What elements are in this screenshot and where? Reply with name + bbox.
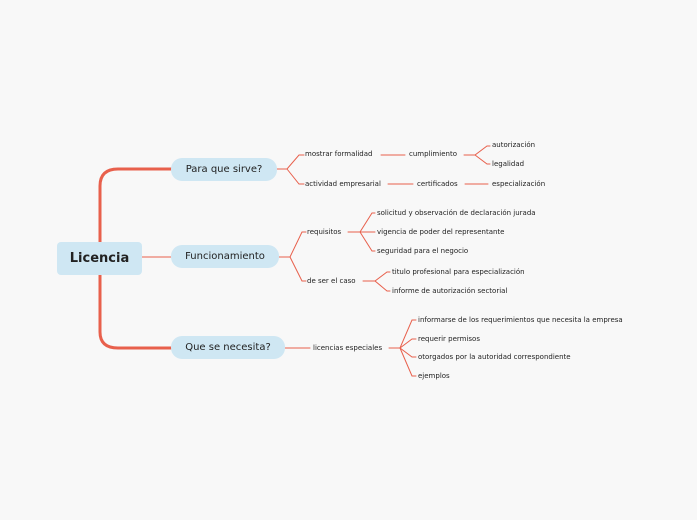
- subtopic-actividad-empresarial[interactable]: actividad empresarial: [305, 180, 381, 188]
- subtopic-informarse[interactable]: informarse de los requerimientos que nec…: [418, 316, 623, 324]
- connector-cumplimiento-legalidad: [474, 154, 491, 165]
- subtopic-otorgados[interactable]: otorgados por la autoridad correspondien…: [418, 353, 571, 361]
- subtopic-titulo-profesional[interactable]: titulo profesional para especialización: [392, 268, 525, 276]
- connector-licencias-permisos: [399, 338, 417, 349]
- connector-branch-1-formalidad: [276, 154, 305, 170]
- subtopic-requerir-permisos[interactable]: requerir permisos: [418, 335, 480, 343]
- connector-licencias-otorgados: [399, 347, 417, 358]
- connector-cumplimiento-autorizacion: [463, 145, 491, 156]
- subtopic-licencias-especiales[interactable]: licencias especiales: [313, 344, 383, 352]
- central-topic[interactable]: Licencia: [57, 242, 142, 275]
- connector-licencias-ejemplos: [399, 347, 417, 377]
- connector-branch-2-caso: [289, 256, 307, 282]
- topic-que-se-necesita[interactable]: Que se necesita?: [171, 336, 285, 359]
- connector-requisitos-seguridad: [359, 231, 376, 252]
- subtopic-solicitud[interactable]: solicitud y observación de declaración j…: [377, 209, 536, 217]
- connector-central-branch-3: [98, 273, 173, 350]
- topic-para-que-sirve[interactable]: Para que sirve?: [171, 158, 277, 181]
- connector-branch-1-actividad: [286, 168, 305, 185]
- subtopic-mostrar-formalidad[interactable]: mostrar formalidad: [305, 150, 373, 158]
- connector-caso-informe: [374, 280, 391, 292]
- subtopic-de-ser-el-caso[interactable]: de ser el caso: [307, 277, 356, 285]
- connector-central-branch-1: [98, 167, 173, 244]
- subtopic-informe-autorizacion[interactable]: informe de autorización sectorial: [392, 287, 508, 295]
- subtopic-ejemplos[interactable]: ejemplos: [418, 372, 450, 380]
- subtopic-vigencia[interactable]: vigencia de poder del representante: [377, 228, 505, 236]
- subtopic-legalidad[interactable]: legalidad: [492, 160, 525, 168]
- connector-licencias-informarse: [388, 319, 417, 349]
- subtopic-autorizacion[interactable]: autorización: [492, 141, 536, 149]
- topic-funcionamiento[interactable]: Funcionamiento: [171, 245, 279, 268]
- subtopic-cumplimiento[interactable]: cumplimiento: [409, 150, 457, 158]
- subtopic-seguridad[interactable]: seguridad para el negocio: [377, 247, 469, 255]
- connector-branch-2-requisitos: [278, 231, 307, 258]
- subtopic-certificados[interactable]: certificados: [417, 180, 458, 188]
- connector-caso-titulo: [362, 271, 391, 282]
- subtopic-especializacion[interactable]: especialización: [492, 180, 546, 188]
- subtopic-requisitos[interactable]: requisitos: [307, 228, 342, 236]
- connector-requisitos-solicitud: [347, 212, 376, 233]
